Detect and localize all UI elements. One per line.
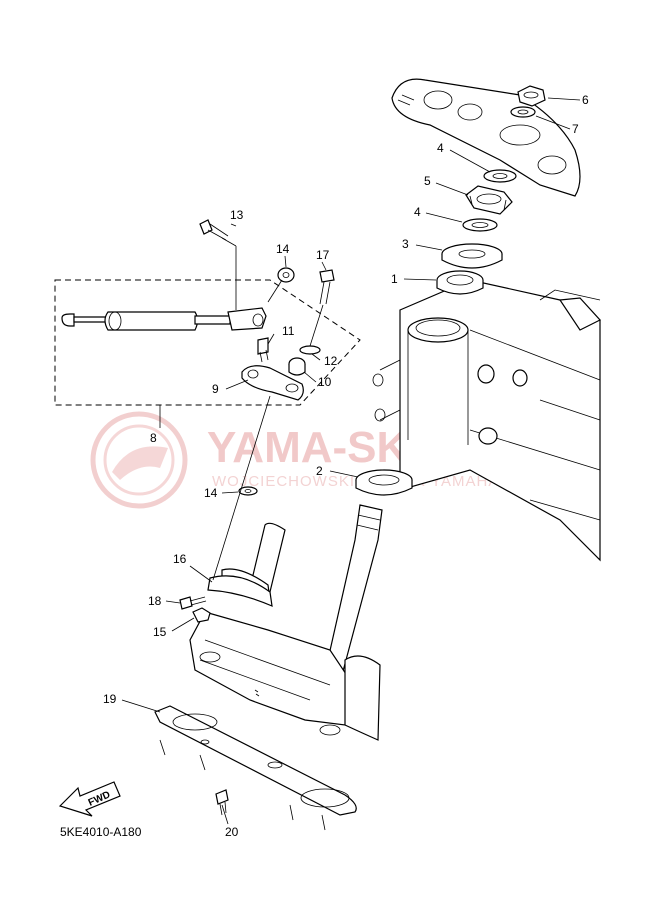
callouts: 6 7 4 5 4 3 1 2 13 14 17 11 12 10 9 8 14…	[103, 93, 589, 839]
callout-16: 16	[173, 552, 187, 566]
part-7-washer	[510, 106, 536, 118]
callout-14-lower: 14	[204, 486, 218, 500]
callout-6: 6	[582, 93, 589, 107]
callout-13: 13	[230, 208, 244, 222]
callout-8: 8	[150, 431, 157, 445]
callout-12: 12	[324, 354, 338, 368]
callout-20: 20	[225, 825, 239, 839]
part-6-nut	[517, 85, 546, 107]
callout-2: 2	[316, 464, 323, 478]
callout-17: 17	[316, 248, 330, 262]
callout-7: 7	[572, 122, 579, 136]
part-20-screw	[215, 789, 229, 816]
callout-9: 9	[212, 382, 219, 396]
callout-15: 15	[153, 625, 167, 639]
part-15-nut	[192, 607, 211, 623]
callout-10: 10	[318, 375, 332, 389]
callout-19: 19	[103, 692, 117, 706]
callout-4-lower: 4	[414, 205, 421, 219]
callout-4-upper: 4	[437, 141, 444, 155]
frame-head-pipe	[372, 279, 601, 562]
part-5-ring-nut	[465, 185, 513, 215]
damper-assembly	[54, 219, 361, 406]
leader-lines	[121, 97, 581, 825]
part-4-washer-lower	[462, 218, 498, 232]
upper-bracket	[391, 78, 581, 197]
part-1-bearing-upper	[436, 270, 484, 295]
part-14-washer-lower	[238, 486, 258, 496]
part-2-bearing-lower	[355, 469, 413, 496]
callout-14-upper: 14	[276, 242, 290, 256]
part-code: 5KE4010-A180	[60, 825, 142, 839]
callout-5: 5	[424, 174, 431, 188]
fwd-arrow: FWD	[58, 781, 121, 817]
part-16-clamp	[207, 575, 273, 607]
part-18-bolt	[179, 596, 207, 610]
part-4-washer-upper	[483, 169, 517, 183]
callout-18: 18	[148, 594, 162, 608]
part-19-cover-plate	[154, 705, 357, 831]
callout-1: 1	[391, 272, 398, 286]
watermark-logo	[90, 411, 188, 509]
callout-3: 3	[402, 237, 409, 251]
bracket-rod	[212, 395, 271, 581]
callout-11: 11	[282, 324, 295, 338]
part-3-bearing-cover	[441, 243, 503, 269]
